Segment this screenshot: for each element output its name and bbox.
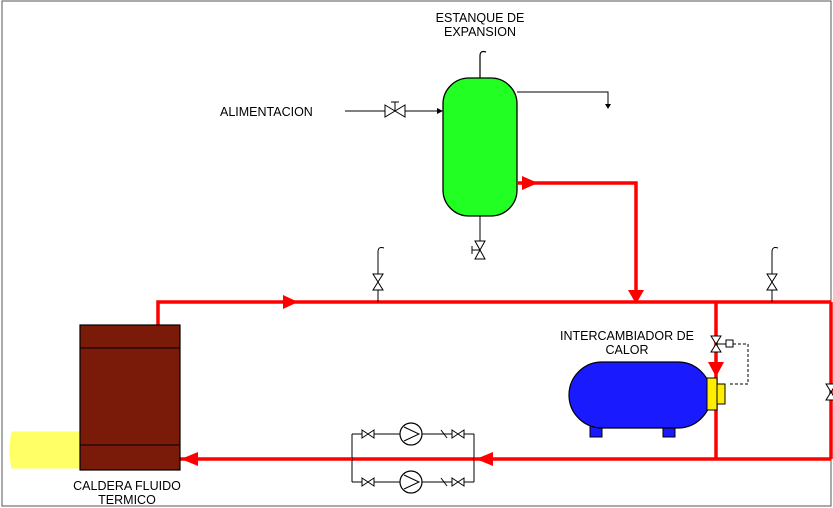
overflow-line — [517, 91, 609, 106]
pump-row-bottom — [361, 470, 465, 494]
heat-exchanger — [568, 361, 726, 438]
flow-arrow-icon — [181, 452, 198, 466]
expansion-tank — [442, 77, 518, 217]
valve-icon[interactable] — [372, 273, 384, 291]
pump-row-top — [361, 422, 465, 446]
tank-label-line1: ESTANQUE DE — [435, 11, 525, 25]
drain-arrow-icon — [605, 104, 611, 109]
main-line-vent-valve-left[interactable] — [372, 247, 385, 303]
tank-label-line2: EXPANSION — [443, 25, 516, 39]
exchanger-label: INTERCAMBIADOR DE CALOR — [552, 329, 702, 357]
feed-label: ALIMENTACION — [220, 105, 313, 119]
boiler-label: CALDERA FLUIDO TERMICO — [62, 479, 192, 507]
main-line-vent-valve-right[interactable] — [766, 247, 779, 303]
valve-icon[interactable] — [766, 273, 778, 291]
pump-icon[interactable] — [399, 422, 423, 446]
flow-arrow-icon — [283, 295, 298, 309]
boiler — [9, 324, 181, 471]
hx-branch-valve-icon[interactable] — [710, 335, 749, 385]
flow-arrow-icon — [708, 362, 724, 377]
check-valve-icon — [433, 477, 448, 487]
tank-drain-valve-icon[interactable] — [471, 240, 486, 260]
feed-line — [345, 108, 443, 114]
flow-arrow-icon — [522, 176, 538, 190]
valve-icon[interactable] — [451, 429, 465, 439]
boiler-label-line2: TERMICO — [98, 493, 156, 507]
valve-icon[interactable] — [361, 477, 375, 487]
flow-arrow-icon — [476, 452, 493, 466]
valve-icon[interactable] — [361, 429, 375, 439]
pump-icon[interactable] — [399, 470, 423, 494]
boiler-label-line1: CALDERA FLUIDO — [73, 479, 181, 493]
exchanger-label-line1: INTERCAMBIADOR DE — [559, 329, 695, 343]
feed-valve-icon[interactable] — [384, 101, 406, 118]
hot-pipe-network — [156, 181, 833, 461]
tank-label: ESTANQUE DE EXPANSION — [420, 11, 540, 39]
valve-icon[interactable] — [451, 477, 465, 487]
check-valve-icon — [433, 429, 448, 439]
exchanger-label-line2: CALOR — [605, 343, 649, 357]
flow-arrow-icon — [628, 290, 644, 304]
vent-icon — [479, 50, 487, 78]
